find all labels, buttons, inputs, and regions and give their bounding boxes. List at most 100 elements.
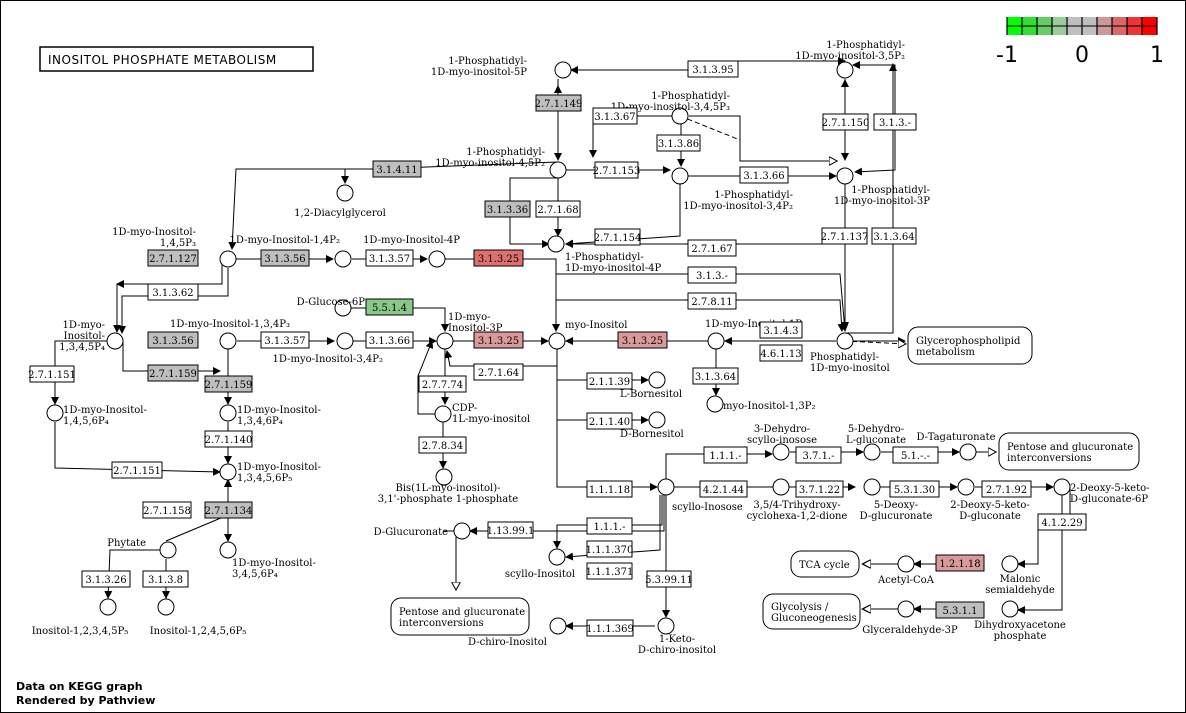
- enzyme-node[interactable]: 2.7.1.68: [535, 200, 581, 218]
- compound-node[interactable]: 1D-myo-Inositol-1P: [705, 319, 802, 350]
- enzyme-node[interactable]: 5.5.1.4: [365, 298, 414, 316]
- compound-node[interactable]: Inositol-1,2,4,5,6P₅: [150, 598, 247, 637]
- compound-node[interactable]: myo-Inositol: [548, 320, 628, 350]
- compound-node[interactable]: 1-Phosphatidyl-1D-myo-inositol-3,4,5P₃: [611, 91, 730, 125]
- enzyme-node[interactable]: 3.1.3.57: [365, 249, 414, 267]
- enzyme-node[interactable]: 2.7.1.64: [473, 363, 524, 381]
- enzyme-node[interactable]: 1.1.1.18: [586, 480, 633, 498]
- compound-node[interactable]: 1D-myo-Inositol-1,4,5,6P₄: [46, 404, 147, 427]
- enzyme-node[interactable]: 2.7.1.158: [142, 501, 192, 519]
- pathway-map-link[interactable]: Glycolysis /Gluconeogenesis: [762, 593, 861, 630]
- compound-node[interactable]: 1D-myo-Inositol-1,3,4P₃: [170, 319, 290, 350]
- enzyme-node[interactable]: 1.1.1.371: [586, 562, 634, 580]
- compound-node[interactable]: 1-Keto-D-chiro-inositol: [638, 617, 716, 656]
- enzyme-node[interactable]: 3.1.4.11: [372, 160, 422, 178]
- enzyme-node[interactable]: 5.3.99.11: [645, 570, 693, 588]
- enzyme-node[interactable]: 2.7.1.134: [204, 501, 253, 519]
- compound-node[interactable]: 1-Phosphatidyl-1D-myo-inositol-3P: [834, 167, 930, 207]
- enzyme-node[interactable]: 3.1.3.25: [473, 249, 524, 267]
- compound-node[interactable]: myo-Inositol-1,3P₂: [706, 395, 816, 413]
- compound-node[interactable]: 5-Deoxy-D-glucuronate: [860, 478, 933, 522]
- compound-node[interactable]: 1-Phosphatidyl-1D-myo-inositol-4P: [547, 235, 661, 274]
- enzyme-node[interactable]: 2.7.8.11: [687, 292, 737, 310]
- enzyme-node[interactable]: 2.7.8.34: [418, 436, 467, 454]
- compound-node[interactable]: D-Glucose-6P: [297, 297, 366, 317]
- enzyme-node[interactable]: 3.1.4.3: [759, 321, 803, 339]
- enzyme-node[interactable]: 2.7.1.140: [204, 430, 253, 448]
- enzyme-node[interactable]: 2.1.1.40: [586, 412, 633, 430]
- enzyme-node[interactable]: 2.7.1.153: [593, 161, 641, 179]
- enzyme-node[interactable]: 1.1.1.-: [586, 517, 633, 535]
- compound-node[interactable]: scyllo-Inosose: [657, 478, 743, 513]
- enzyme-node[interactable]: 3.1.3.56: [260, 249, 310, 267]
- compound-node[interactable]: 1-Phosphatidyl-1D-myo-inositol-3,5P₂: [795, 40, 905, 79]
- enzyme-node[interactable]: 1.1.1.-: [703, 446, 748, 464]
- enzyme-node[interactable]: 2.7.1.151: [111, 461, 163, 479]
- compound-node[interactable]: D-Bornesitol: [620, 411, 684, 440]
- enzyme-node[interactable]: 1.2.1.18: [935, 554, 985, 572]
- compound-node[interactable]: 1-Phosphatidyl-1D-myo-inositol-3,4P₂: [671, 167, 793, 212]
- enzyme-node[interactable]: 3.1.3.25: [473, 331, 524, 349]
- enzyme-node[interactable]: 2.7.1.127: [147, 249, 199, 267]
- compound-node[interactable]: 1,2-Diacylglycerol: [294, 184, 386, 219]
- enzyme-node[interactable]: 3.1.3.36: [484, 200, 531, 218]
- compound-node[interactable]: 1D-myo-Inositol-1,4P₂: [230, 235, 352, 268]
- compound-node[interactable]: 1D-myo-Inositol-1,3,4,5P₄: [59, 320, 124, 353]
- compound-node[interactable]: D-chiro-Inositol: [468, 617, 567, 648]
- enzyme-node[interactable]: 3.1.3.62: [147, 283, 199, 301]
- enzyme-node[interactable]: 3.1.3.8: [142, 570, 189, 588]
- enzyme-node[interactable]: 2.7.1.150: [822, 113, 870, 131]
- enzyme-node[interactable]: 4.6.1.13: [759, 344, 803, 362]
- enzyme-node[interactable]: 2.7.1.159: [147, 364, 199, 382]
- compound-node[interactable]: 5-Dehydro-L-gluconate: [846, 424, 906, 461]
- enzyme-node[interactable]: 3.1.3.66: [739, 166, 789, 184]
- compound-node[interactable]: Inositol-1,2,3,4,5P₅: [32, 598, 129, 637]
- enzyme-node[interactable]: 3.1.3.64: [692, 367, 739, 385]
- compound-node[interactable]: 2-Deoxy-5-keto-D-gluconate-6P: [1053, 478, 1150, 505]
- enzyme-node[interactable]: 2.7.1.67: [687, 239, 737, 257]
- compound-node[interactable]: 1D-myo-Inositol-3,4P₂: [273, 332, 383, 365]
- compound-node[interactable]: scyllo-Inositol: [505, 548, 575, 580]
- compound-node[interactable]: 1-Phosphatidyl-1D-myo-inositol-4,5P₂: [435, 147, 567, 179]
- enzyme-node[interactable]: 3.1.3.64: [871, 227, 917, 245]
- compound-node[interactable]: 1-Phosphatidyl-1D-myo-inositol-5P: [431, 56, 572, 79]
- enzyme-node[interactable]: 3.7.1.-: [795, 446, 842, 464]
- enzyme-node[interactable]: 3.1.3.26: [81, 570, 131, 588]
- enzyme-node[interactable]: 3.1.3.66: [365, 331, 414, 349]
- compound-node[interactable]: 1D-myo-Inositol-4P: [363, 235, 460, 268]
- enzyme-node[interactable]: 4.1.2.29: [1037, 513, 1087, 531]
- compound-node[interactable]: 1D-myo-Inositol-3P: [436, 312, 503, 350]
- enzyme-node[interactable]: 5.3.1.1: [935, 601, 985, 619]
- enzyme-node[interactable]: 2.7.1.149: [535, 94, 583, 112]
- compound-node[interactable]: 1D-myo-Inositol-3,4,5,6P₄: [219, 541, 316, 580]
- enzyme-node[interactable]: 1.13.99.1: [487, 521, 535, 539]
- enzyme-node[interactable]: 4.2.1.44: [699, 480, 748, 498]
- enzyme-node[interactable]: 2.7.7.74: [418, 375, 467, 393]
- compound-node[interactable]: D-Glucuronate: [374, 522, 471, 540]
- enzyme-node[interactable]: 3.1.3.57: [260, 331, 310, 349]
- enzyme-node[interactable]: 1.1.1.369: [586, 619, 634, 637]
- compound-node[interactable]: D-Tagaturonate: [916, 432, 996, 461]
- pathway-map-link[interactable]: TCA cycle: [790, 550, 860, 578]
- enzyme-node[interactable]: 2.7.1.92: [981, 480, 1032, 498]
- compound-node[interactable]: Phosphatidyl-1D-myo-inositol: [810, 332, 890, 374]
- enzyme-node[interactable]: 3.1.3.-: [873, 113, 917, 131]
- enzyme-node[interactable]: 2.7.1.151: [28, 365, 76, 383]
- compound-node[interactable]: 3-Dehydro-scyllo-inosose: [747, 424, 817, 461]
- enzyme-node[interactable]: 2.7.1.154: [594, 228, 642, 246]
- compound-node[interactable]: Phytate: [107, 538, 177, 559]
- compound-node[interactable]: 2-Deoxy-5-keto-D-gluconate: [950, 478, 1030, 522]
- enzyme-node[interactable]: 3.1.3.67: [592, 107, 638, 125]
- enzyme-node[interactable]: 3.1.3.56: [147, 331, 199, 349]
- enzyme-node[interactable]: 5.1.-.-: [892, 446, 939, 464]
- compound-node[interactable]: Bis(1L-myo-inositol)-3,1'-phosphate 1-ph…: [378, 468, 519, 505]
- enzyme-node[interactable]: 3.1.3.-: [687, 266, 737, 284]
- enzyme-node[interactable]: 3.1.3.95: [687, 60, 739, 78]
- enzyme-node[interactable]: 2.1.1.39: [586, 372, 633, 390]
- enzyme-node[interactable]: 3.1.3.25: [617, 331, 668, 349]
